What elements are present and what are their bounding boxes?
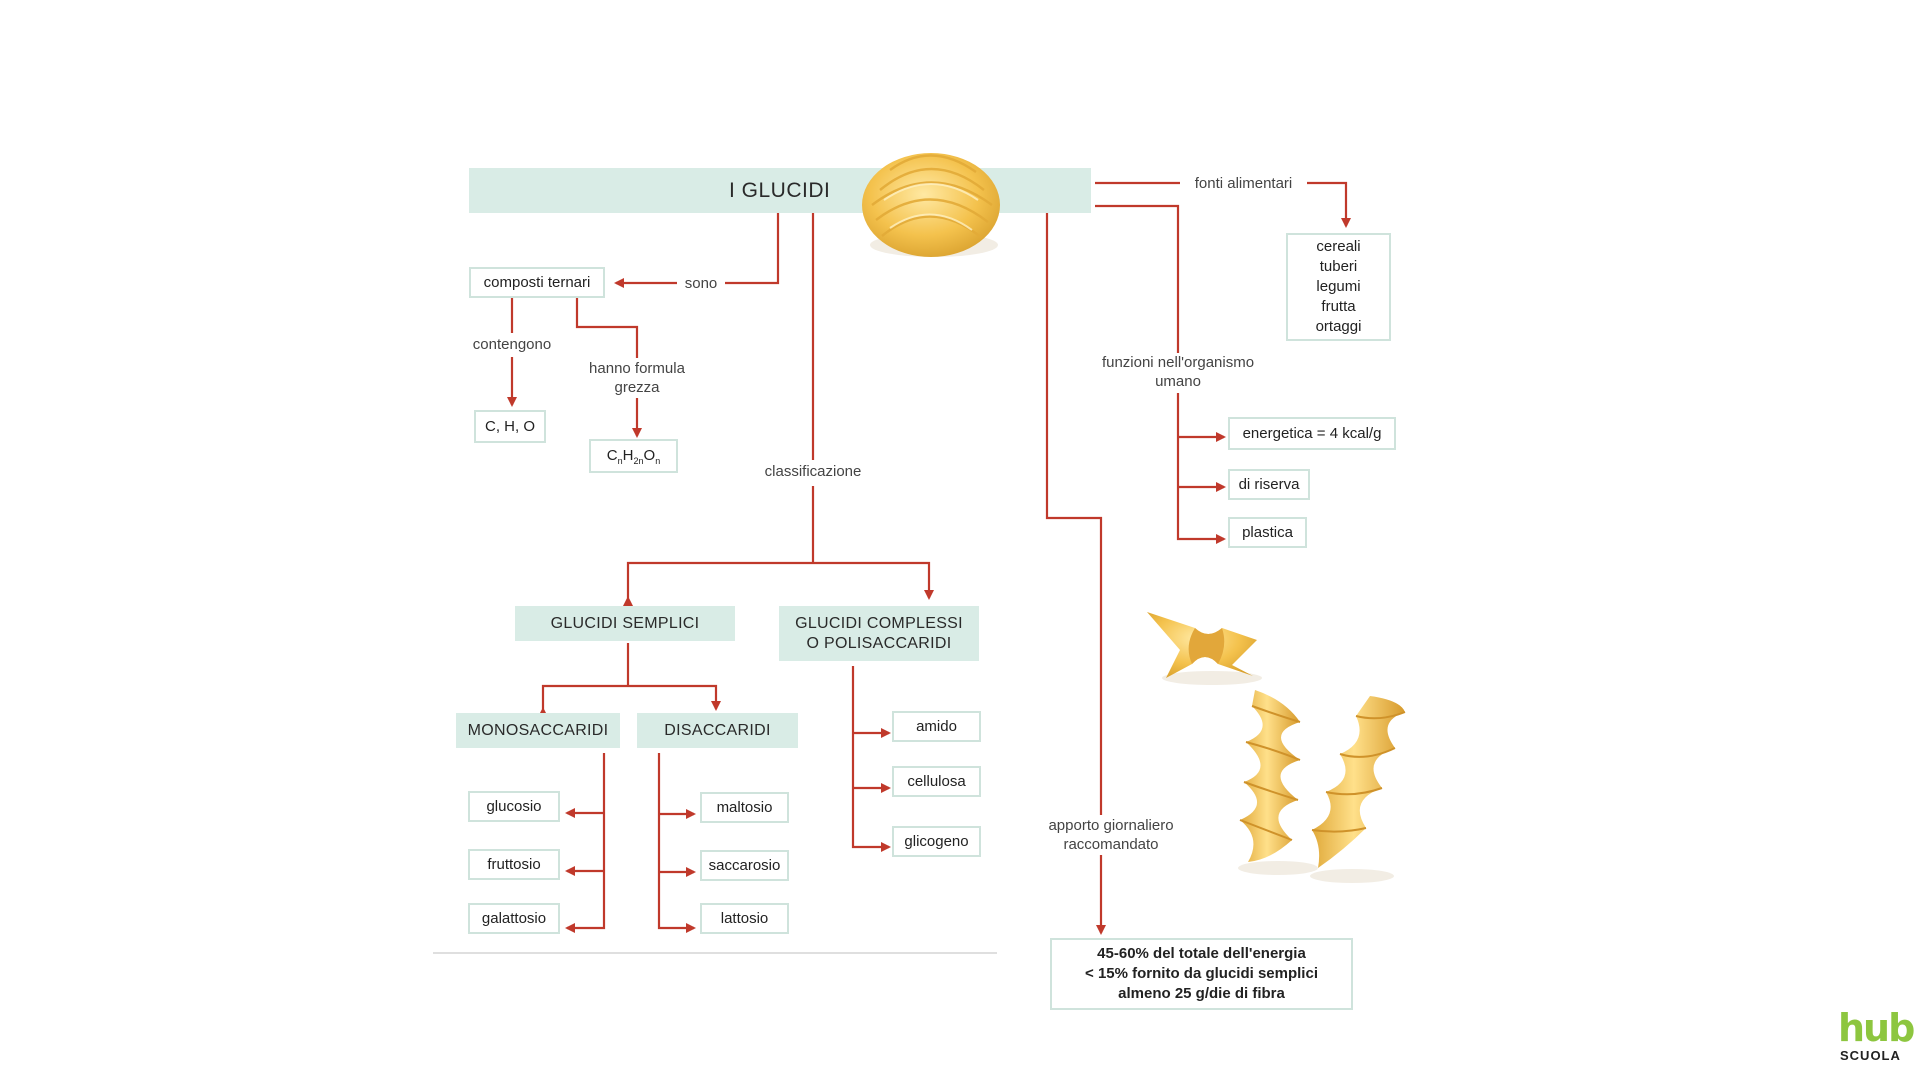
logo-word: hub <box>1838 1006 1915 1050</box>
box-di-riserva: di riserva <box>1228 469 1310 500</box>
category-disaccaridi: DISACCARIDI <box>637 713 798 748</box>
label-sono: sono <box>684 275 718 292</box>
disaccaridi-text: DISACCARIDI <box>664 721 771 739</box>
diagram-title: I GLUCIDI <box>729 178 831 202</box>
box-c-h-o: C, H, O <box>474 410 546 443</box>
c-h-o-text: C, H, O <box>484 417 535 435</box>
box-fruttosio: fruttosio <box>468 849 560 880</box>
category-monosaccaridi: MONOSACCARIDI <box>456 713 620 748</box>
category-glucidi-complessi: GLUCIDI COMPLESSI O POLISACCARIDI <box>779 606 979 661</box>
hub-scuola-logo: hub SCUOLA <box>1838 1006 1915 1068</box>
label-hanno-formula: hanno formula grezza <box>580 359 694 397</box>
box-plastica: plastica <box>1228 517 1307 548</box>
label-classificazione: classificazione <box>756 462 870 481</box>
box-composti-ternari: composti ternari <box>469 267 605 298</box>
box-cellulosa: cellulosa <box>892 766 981 797</box>
formula-text: CnH2nOn <box>606 446 661 466</box>
glucidi-complessi-text: GLUCIDI COMPLESSI O POLISACCARIDI <box>795 614 963 652</box>
apporto-text: 45-60% del totale dell'energia < 15% for… <box>1085 945 1318 1002</box>
box-glicogeno: glicogeno <box>892 826 981 857</box>
logo-sub: SCUOLA <box>1840 1048 1901 1063</box>
label-contengono: contengono <box>461 335 563 354</box>
composti-ternari-text: composti ternari <box>483 273 591 291</box>
box-energetica: energetica = 4 kcal/g <box>1228 417 1396 450</box>
box-apporto-giornaliero: 45-60% del totale dell'energia < 15% for… <box>1050 938 1353 1010</box>
glucidi-semplici-text: GLUCIDI SEMPLICI <box>550 614 700 632</box>
box-glucosio: glucosio <box>468 791 560 822</box>
label-fonti-alimentari: fonti alimentari <box>1194 175 1293 192</box>
box-amido: amido <box>892 711 981 742</box>
monosaccaridi-text: MONOSACCARIDI <box>467 721 609 739</box>
box-maltosio: maltosio <box>700 792 789 823</box>
box-formula: CnH2nOn <box>589 439 678 473</box>
title-bar: I GLUCIDI <box>469 168 1091 213</box>
label-apporto: apporto giornaliero raccomandato <box>1031 816 1191 854</box>
box-galattosio: galattosio <box>468 903 560 934</box>
category-glucidi-semplici: GLUCIDI SEMPLICI <box>515 606 735 641</box>
box-fonti-alimentari: cereali tuberi legumi frutta ortaggi <box>1286 233 1391 341</box>
fonti-list-text: cereali tuberi legumi frutta ortaggi <box>1315 238 1362 335</box>
label-funzioni: funzioni nell'organismo umano <box>1090 353 1266 391</box>
box-saccarosio: saccarosio <box>700 850 789 881</box>
box-lattosio: lattosio <box>700 903 789 934</box>
